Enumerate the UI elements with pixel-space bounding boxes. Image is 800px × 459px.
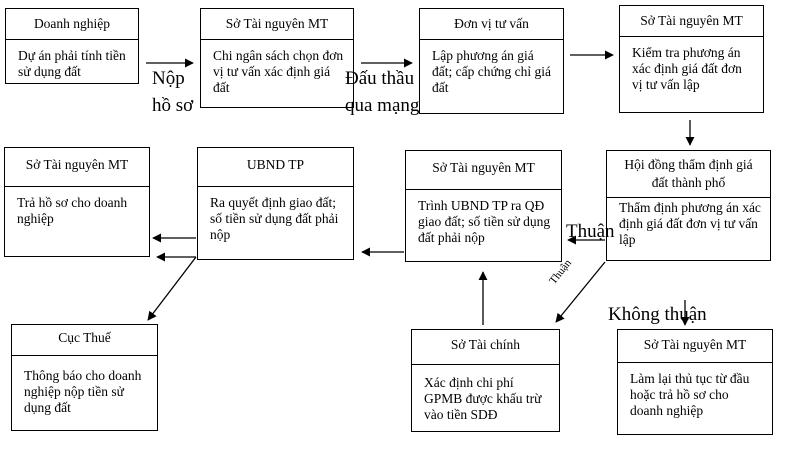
box-title: Cục Thuế xyxy=(12,325,157,356)
box-text: Trả hồ sơ cho doanh nghiệp xyxy=(17,195,128,226)
box-text: Xác định chi phí GPMB được khấu trừ vào … xyxy=(424,375,542,422)
box-text: Lập phương án giá đất; cấp chứng chỉ giá… xyxy=(432,48,552,95)
box-title: Sở Tài nguyên MT xyxy=(201,9,353,40)
label-qua-mang: qua mạng xyxy=(345,95,420,116)
label-nop: Nộp xyxy=(152,68,185,89)
box-text: Làm lại thủ tục từ đầu hoặc trả hồ sơ ch… xyxy=(630,371,750,418)
box-cuc-thue: Cục Thuế Thông báo cho doanh nghiệp nộp … xyxy=(11,324,158,431)
box-title: Hội đồng thẩm định giá đất thành phố xyxy=(607,151,770,198)
label-khong-thuan: Không thuận xyxy=(608,304,707,325)
arrow-to-b9-diagonal xyxy=(147,256,197,321)
box-title: Sở Tài nguyên MT xyxy=(5,148,149,187)
box-so-tnmt-chi-ngan-sach: Sở Tài nguyên MT Chi ngân sách chọn đơn … xyxy=(200,8,354,108)
box-so-tnmt-trinh-ubnd: Sở Tài nguyên MT Trình UBND TP ra QĐ gia… xyxy=(405,150,562,262)
box-so-tai-chinh: Sở Tài chính Xác định chi phí GPMB được … xyxy=(411,329,560,432)
box-title: Sở Tài nguyên MT xyxy=(620,6,763,37)
box-so-tnmt-tra-ho-so: Sở Tài nguyên MT Trả hồ sơ cho doanh ngh… xyxy=(4,147,150,257)
label-ho-so: hồ sơ xyxy=(152,95,194,116)
box-text: Kiểm tra phương án xác định giá đất đơn … xyxy=(632,45,742,92)
box-title: Sở Tài nguyên MT xyxy=(618,330,772,363)
label-dau-thau: Đấu thầu xyxy=(345,68,415,89)
box-text: Thông báo cho doanh nghiệp nộp tiền sử d… xyxy=(24,368,142,415)
arrow-b5-b10 xyxy=(555,261,606,323)
box-text: Thẩm định phương án xác định giá đất đơn… xyxy=(619,200,761,247)
box-so-tnmt-kiem-tra: Sở Tài nguyên MT Kiểm tra phương án xác … xyxy=(619,5,764,113)
box-text: Chi ngân sách chọn đơn vị tư vấn xác địn… xyxy=(213,48,344,95)
box-text: Ra quyết định giao đất; số tiền sử dụng … xyxy=(210,195,339,242)
box-title: Đơn vị tư vấn xyxy=(420,9,563,40)
box-hoi-dong-tham-dinh: Hội đồng thẩm định giá đất thành phố Thẩ… xyxy=(606,150,771,261)
box-title: Sở Tài nguyên MT xyxy=(406,151,561,190)
box-title: Sở Tài chính xyxy=(412,330,559,365)
box-title: Doanh nghiệp xyxy=(6,9,138,40)
box-ubnd-tp: UBND TP Ra quyết định giao đất; số tiền … xyxy=(197,147,354,260)
box-text: Trình UBND TP ra QĐ giao đất; số tiền sử… xyxy=(418,198,551,245)
box-don-vi-tu-van: Đơn vị tư vấn Lập phương án giá đất; cấp… xyxy=(419,8,564,114)
box-so-tnmt-lam-lai: Sở Tài nguyên MT Làm lại thủ tục từ đầu … xyxy=(617,329,773,435)
box-title: UBND TP xyxy=(198,148,353,187)
box-doanh-nghiep: Doanh nghiệp Dự án phải tính tiền sử dụn… xyxy=(5,8,139,84)
label-thuan: Thuận xyxy=(566,221,615,242)
box-text: Dự án phải tính tiền sử dụng đất xyxy=(18,48,126,79)
